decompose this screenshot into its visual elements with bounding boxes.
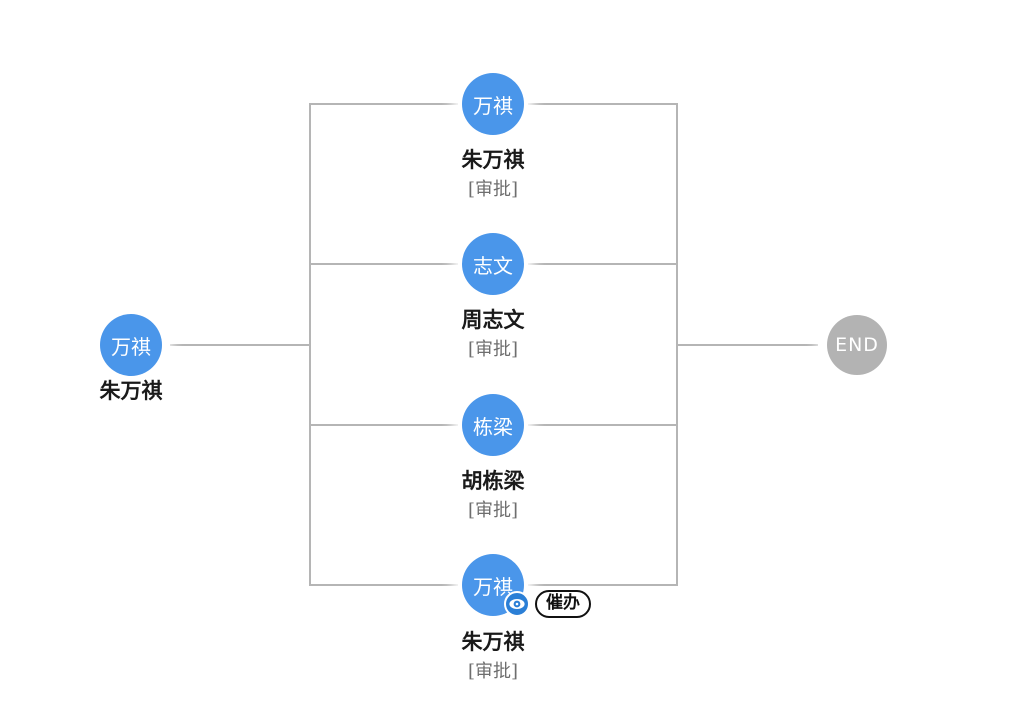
approver-1-status: [审批]: [467, 179, 519, 200]
end-node: END: [827, 315, 887, 375]
connector-branch3-left: [310, 424, 466, 426]
approver-2-status: [审批]: [467, 339, 519, 360]
approver-2-name: 周志文: [461, 307, 525, 332]
urge-button[interactable]: 催办: [535, 590, 591, 618]
approver-1-name: 朱万祺: [461, 147, 525, 172]
connector-branch4-left: [310, 584, 466, 586]
approver-1-avatar[interactable]: 万祺: [462, 73, 524, 135]
approver-4-status: [审批]: [467, 661, 519, 682]
approver-3-status: [审批]: [467, 500, 519, 521]
start-node-name: 朱万祺: [99, 378, 163, 403]
connector-branch1-right: [520, 103, 677, 105]
connector-branch2-right: [520, 263, 677, 265]
approver-2-avatar[interactable]: 志文: [462, 233, 524, 295]
approver-4-name: 朱万祺: [461, 629, 525, 654]
connector-branch1-left: [310, 103, 466, 105]
approver-3-avatar[interactable]: 栋梁: [462, 394, 524, 456]
connector-branch3-right: [520, 424, 677, 426]
eye-icon[interactable]: [504, 591, 530, 617]
connector-branch2-left: [310, 263, 466, 265]
start-node-avatar[interactable]: 万祺: [100, 314, 162, 376]
connector-start-to-split: [170, 344, 311, 346]
connector-branch4-right: [520, 584, 677, 586]
connector-split-left: [309, 103, 311, 586]
approver-3-name: 胡栋梁: [461, 468, 525, 493]
connector-merge-to-end: [677, 344, 818, 346]
